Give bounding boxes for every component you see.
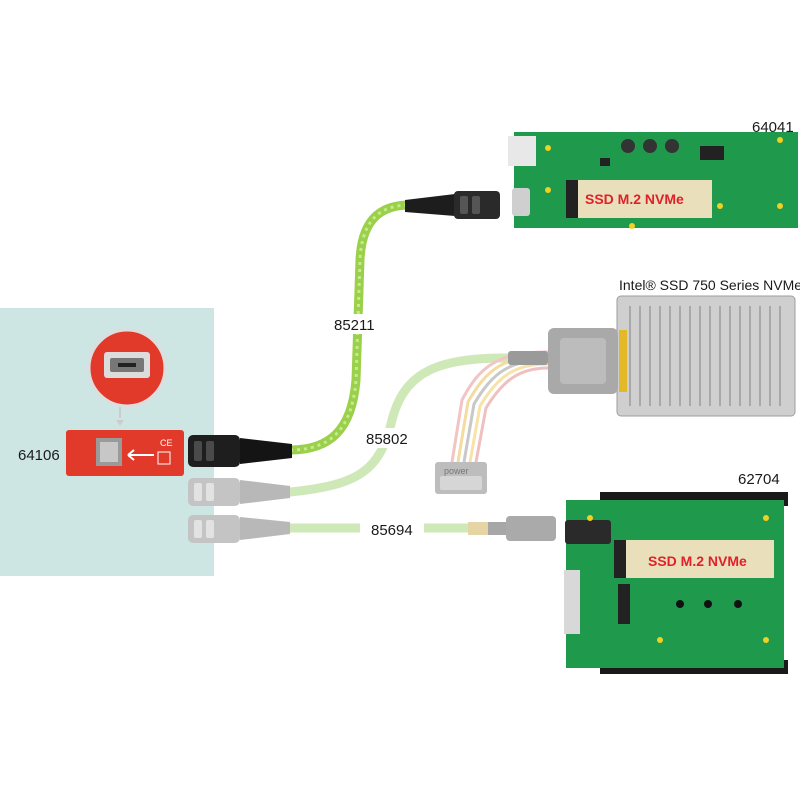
label-85211: 85211 [334,317,375,334]
faded-connector-2 [188,515,290,543]
top-slot-label: SSD M.2 NVMe [585,191,684,207]
label-62704: 62704 [738,471,780,488]
svg-text:CE: CE [160,438,173,448]
faded-connector-1 [188,478,290,506]
power-plug-label: power [444,466,469,476]
label-intel-ssd: Intel® SSD 750 Series NVMe [619,277,800,293]
cable-85211 [285,191,500,455]
black-connector [188,435,292,467]
adapter-zoom-callout [87,328,167,426]
label-64041: 64041 [752,119,794,136]
label-85694: 85694 [371,522,413,539]
bottom-slot-label: SSD M.2 NVMe [648,553,747,569]
label-85802: 85802 [366,431,408,448]
board-64041: SSD M.2 NVMe [508,132,798,229]
label-64106: 64106 [18,447,60,464]
ssd-heatsink-fins [629,306,781,406]
adapter-64106: CE [66,430,184,476]
intel-ssd [548,295,796,417]
cable-85802 [285,350,549,497]
board-62704: SSD M.2 NVMe [564,492,788,674]
